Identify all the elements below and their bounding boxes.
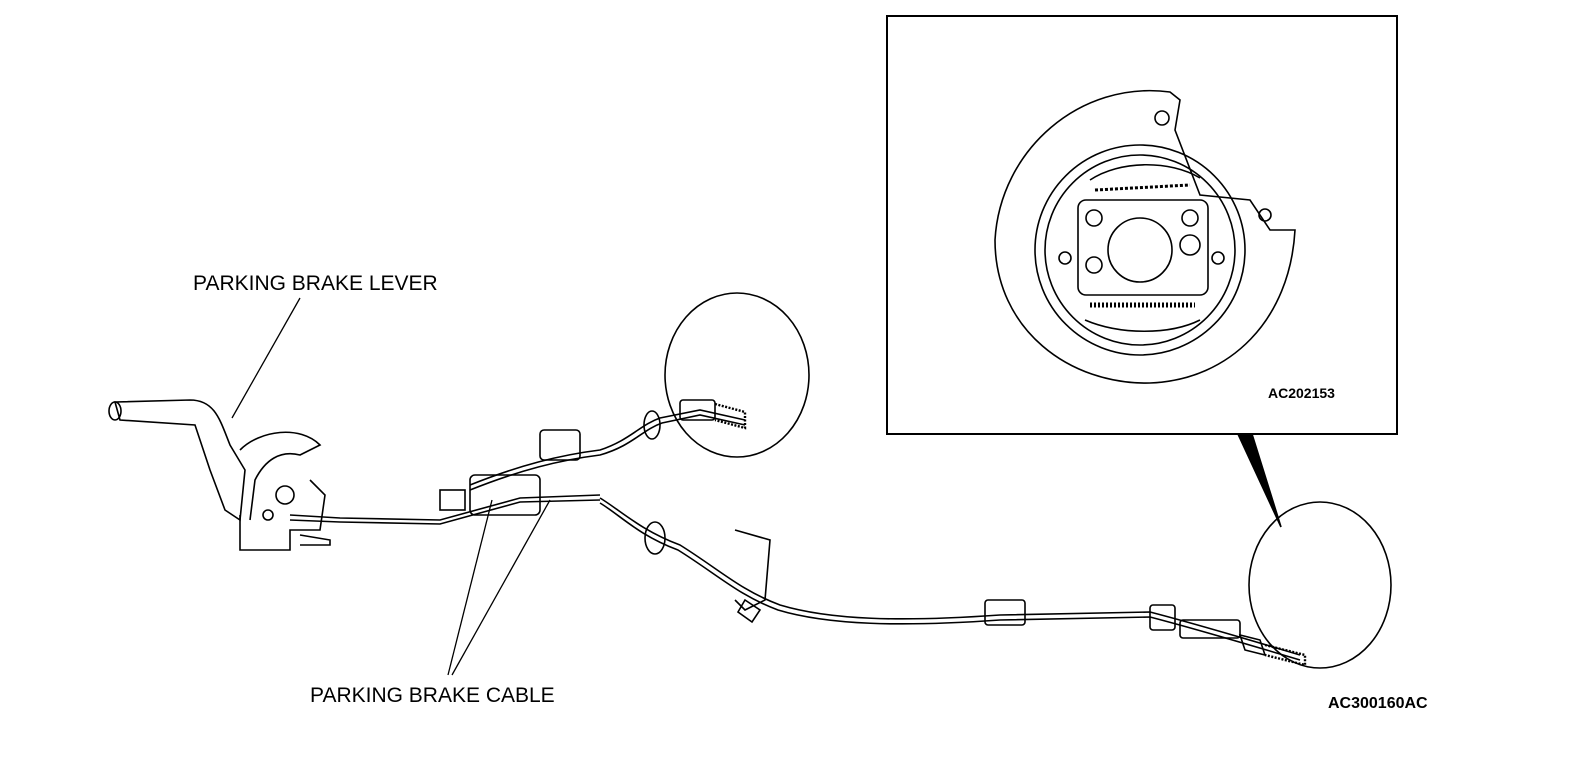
inset-pointer <box>1236 433 1282 528</box>
inset-frame <box>886 15 1398 435</box>
cable-leader-line-1 <box>447 499 493 676</box>
parking-brake-cable <box>289 399 1307 667</box>
callout-circle-lower <box>1248 501 1392 669</box>
figure-code: AC300160AC <box>1328 695 1428 712</box>
parking-brake-lever <box>108 399 331 551</box>
inset-figure-code: AC202153 <box>1268 385 1335 401</box>
brake-backing-plate <box>994 89 1296 384</box>
callout-circle-upper <box>664 292 810 458</box>
cable-leader-line-2 <box>451 499 551 676</box>
parking-brake-lever-label: PARKING BRAKE LEVER <box>193 272 438 295</box>
parking-brake-cable-label: PARKING BRAKE CABLE <box>310 684 555 707</box>
lever-leader-line <box>231 297 301 419</box>
